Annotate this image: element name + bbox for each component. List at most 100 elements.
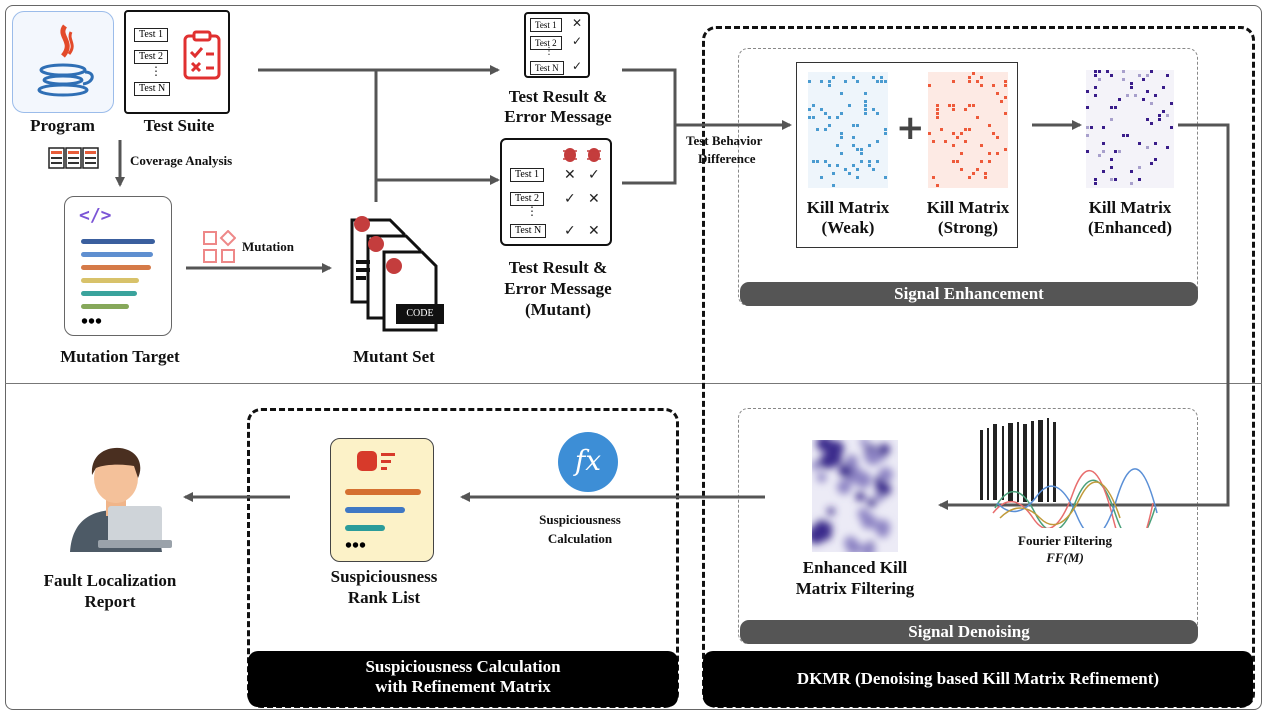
kill-matrix-weak	[808, 72, 888, 188]
fourier-line2: FF(M)	[1046, 550, 1084, 565]
matrix-cell	[968, 104, 971, 107]
matrix-cell	[872, 108, 875, 111]
mutant-result-label-1: Test Result &	[508, 258, 608, 277]
fx-icon: fx	[558, 432, 618, 492]
matrix-cell	[944, 140, 947, 143]
mutation-icon	[203, 230, 236, 263]
matrix-cell	[956, 136, 959, 139]
matrix-cell	[816, 128, 819, 131]
rank-list-icon: •••	[330, 438, 434, 562]
matrix-cell	[844, 168, 847, 171]
matrix-cell	[1098, 154, 1101, 157]
filtering-line1: Enhanced Kill	[802, 558, 908, 577]
kill-weak-line2: (Weak)	[821, 218, 875, 237]
matrix-cell	[952, 160, 955, 163]
matrix-cell	[828, 116, 831, 119]
kill-weak-line1: Kill Matrix	[806, 198, 890, 217]
suite-test-1: Test 1	[134, 28, 169, 42]
matrix-cell	[960, 168, 963, 171]
matrix-cell	[1110, 106, 1113, 109]
matrix-cell	[844, 80, 847, 83]
matrix-cell	[808, 108, 811, 111]
matrix-cell	[1098, 70, 1101, 73]
program-label: Program	[30, 116, 95, 135]
matrix-cell	[836, 164, 839, 167]
heat-blob	[859, 440, 869, 447]
kill-enhanced-line1: Kill Matrix	[1088, 198, 1172, 217]
matrix-cell	[1118, 98, 1121, 101]
matrix-cell	[1000, 100, 1003, 103]
matrix-cell	[1122, 134, 1125, 137]
matrix-cell	[976, 116, 979, 119]
matrix-cell	[1110, 178, 1113, 181]
matrix-cell	[812, 104, 815, 107]
matrix-cell	[936, 116, 939, 119]
matrix-cell	[932, 140, 935, 143]
mutation-target-icon: </> •••	[64, 196, 172, 336]
matrix-cell	[1162, 86, 1165, 89]
matrix-cell	[1086, 90, 1089, 93]
matrix-cell	[1098, 78, 1101, 81]
matrix-cell	[1150, 70, 1153, 73]
test-suite-icon: Test 1 Test 2 ⋮ Test N	[124, 10, 230, 114]
filtering-line2: Matrix Filtering	[795, 579, 915, 598]
rank-list-line2: Rank List	[347, 588, 421, 607]
matrix-cell	[980, 76, 983, 79]
matrix-cell	[956, 160, 959, 163]
module-susp-line2: with Refinement Matrix	[375, 677, 551, 697]
suite-test-n: Test N	[134, 82, 171, 96]
matrix-cell	[864, 92, 867, 95]
result-label-1: Test Result &	[508, 87, 608, 106]
matrix-cell	[1142, 98, 1145, 101]
matrix-cell	[952, 144, 955, 147]
susp-calc-line2: Calculation	[547, 531, 613, 546]
matrix-cell	[824, 112, 827, 115]
connector-result-merge	[622, 68, 677, 185]
kill-strong-line2: (Strong)	[937, 218, 999, 237]
matrix-cell	[984, 176, 987, 179]
matrix-cell	[1102, 150, 1105, 153]
matrix-cell	[876, 160, 879, 163]
matrix-cell	[1126, 134, 1129, 137]
heat-blob	[812, 526, 826, 545]
matrix-cell	[932, 176, 935, 179]
matrix-cell	[820, 176, 823, 179]
matrix-cell	[864, 112, 867, 115]
matrix-cell	[940, 128, 943, 131]
matrix-cell	[836, 116, 839, 119]
heat-blob	[821, 456, 835, 469]
matrix-cell	[808, 116, 811, 119]
matrix-cell	[816, 160, 819, 163]
matrix-cell	[952, 108, 955, 111]
mutation-label: Mutation	[242, 239, 294, 254]
matrix-cell	[988, 152, 991, 155]
matrix-cell	[856, 176, 859, 179]
matrix-cell	[1114, 178, 1117, 181]
code-tag: CODE	[396, 304, 444, 324]
matrix-cell	[832, 172, 835, 175]
rank-list-line1: Suspiciousness	[330, 567, 438, 586]
matrix-cell	[876, 112, 879, 115]
matrix-cell	[840, 112, 843, 115]
mutation-target-label: Mutation Target	[60, 347, 180, 366]
matrix-cell	[856, 148, 859, 151]
mutant-result-label-2: Error Message	[504, 279, 612, 298]
matrix-cell	[824, 160, 827, 163]
matrix-cell	[856, 168, 859, 171]
matrix-cell	[860, 152, 863, 155]
behavior-diff-line1: Test Behavior	[686, 133, 763, 148]
heat-blob	[812, 460, 821, 471]
matrix-cell	[996, 152, 999, 155]
module-susp-bar: Suspiciousness Calculation with Refineme…	[248, 651, 678, 707]
clipboard-check-icon	[183, 30, 221, 80]
matrix-cell	[884, 80, 887, 83]
matrix-cell	[968, 80, 971, 83]
heat-blob	[867, 498, 877, 508]
matrix-cell	[1110, 118, 1113, 121]
module-dkmr-bar: DKMR (Denoising based Kill Matrix Refine…	[703, 651, 1253, 707]
fourier-wave-icon	[980, 418, 1158, 528]
matrix-cell	[860, 160, 863, 163]
matrix-cell	[864, 100, 867, 103]
heat-blob	[816, 440, 832, 452]
